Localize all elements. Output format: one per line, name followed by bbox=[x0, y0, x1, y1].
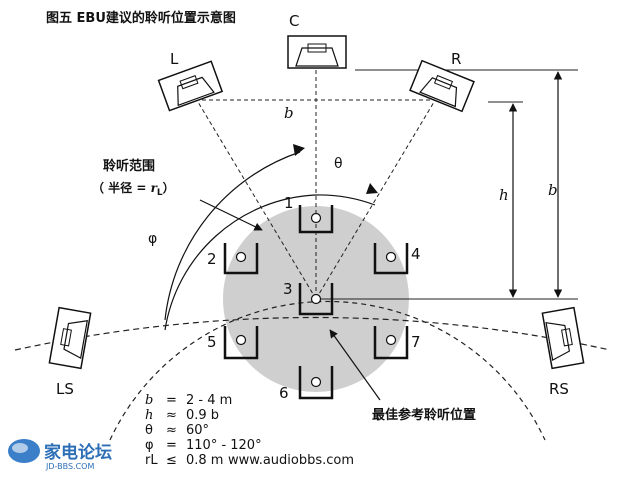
best-pos-pointer bbox=[329, 329, 381, 401]
label-left-surround: LS bbox=[56, 380, 74, 398]
label-b-top: b bbox=[284, 104, 294, 122]
diagram-title: 图五 EBU建议的聆听位置示意图 bbox=[46, 10, 236, 26]
speaker-circle-arc bbox=[109, 300, 546, 441]
seat-label-4: 4 bbox=[411, 245, 421, 263]
spec-sym-0: b bbox=[145, 393, 153, 408]
website-url: www.audiobbs.com bbox=[228, 453, 354, 468]
spec-rel-3: = bbox=[166, 438, 177, 453]
theta-arc-arrow bbox=[366, 183, 378, 194]
speaker-right bbox=[409, 59, 475, 113]
label-h: h bbox=[499, 186, 509, 204]
seat-5 bbox=[223, 326, 259, 360]
speaker-left-surround bbox=[48, 306, 92, 370]
spec-sym-2: θ bbox=[145, 423, 153, 438]
area-pointer bbox=[199, 199, 263, 231]
spec-sym-1: h bbox=[145, 408, 153, 423]
spec-rel-1: ≈ bbox=[166, 408, 177, 423]
label-left: L bbox=[170, 50, 179, 68]
label-center: C bbox=[289, 12, 299, 30]
spec-val-2: 60° bbox=[186, 423, 209, 438]
line-to-left bbox=[194, 96, 317, 300]
label-right-surround: RS bbox=[549, 380, 569, 398]
seat-label-6: 6 bbox=[279, 384, 289, 402]
watermark-name: 家电论坛 bbox=[44, 442, 112, 463]
seat-label-5: 5 bbox=[207, 333, 217, 351]
listening-area-label: 聆听范围 bbox=[103, 158, 155, 174]
spec-sym-4: rL bbox=[145, 453, 158, 468]
spec-val-3: 110° - 120° bbox=[186, 438, 262, 453]
best-position-label: 最佳参考聆听位置 bbox=[372, 407, 476, 423]
seat-6 bbox=[298, 366, 334, 400]
spec-sym-3: φ bbox=[145, 438, 154, 453]
line-to-right bbox=[315, 96, 438, 300]
label-phi: φ bbox=[148, 231, 157, 247]
speaker-left bbox=[157, 60, 224, 112]
spec-val-1: 0.9 b bbox=[186, 408, 219, 423]
watermark-url: JD-BBS.COM bbox=[45, 462, 94, 471]
seat-label-3: 3 bbox=[283, 280, 293, 298]
seat-3 bbox=[298, 283, 334, 316]
angle-arc bbox=[164, 194, 376, 331]
label-theta: θ bbox=[334, 156, 343, 172]
spec-rel-4: ≤ bbox=[166, 453, 177, 468]
phi-arc bbox=[164, 151, 301, 321]
seat-2 bbox=[223, 243, 259, 275]
seat-label-1: 1 bbox=[284, 194, 294, 212]
label-right: R bbox=[451, 50, 461, 68]
seat-4 bbox=[373, 243, 409, 275]
spec-val-4: 0.8 m bbox=[186, 453, 223, 468]
seat-label-7: 7 bbox=[411, 333, 421, 351]
speaker-center bbox=[287, 35, 347, 69]
spec-list: b = 2 - 4 m h ≈ 0.9 b θ ≈ 60° φ = 110° -… bbox=[145, 393, 262, 468]
spec-val-0: 2 - 4 m bbox=[186, 393, 232, 408]
seat-label-2: 2 bbox=[207, 250, 217, 268]
spec-rel-0: = bbox=[166, 393, 177, 408]
seat-1 bbox=[298, 205, 334, 234]
line-ls-rs bbox=[14, 316, 611, 351]
spec-rel-2: ≈ bbox=[166, 423, 177, 438]
speaker-right-surround bbox=[541, 306, 585, 370]
listening-area-radius: （ 半径 = rL） bbox=[92, 180, 175, 198]
seat-7 bbox=[373, 326, 409, 360]
label-b-side: b bbox=[548, 181, 558, 199]
watermark-logo: 家电论坛 JD-BBS.COM bbox=[8, 439, 112, 471]
